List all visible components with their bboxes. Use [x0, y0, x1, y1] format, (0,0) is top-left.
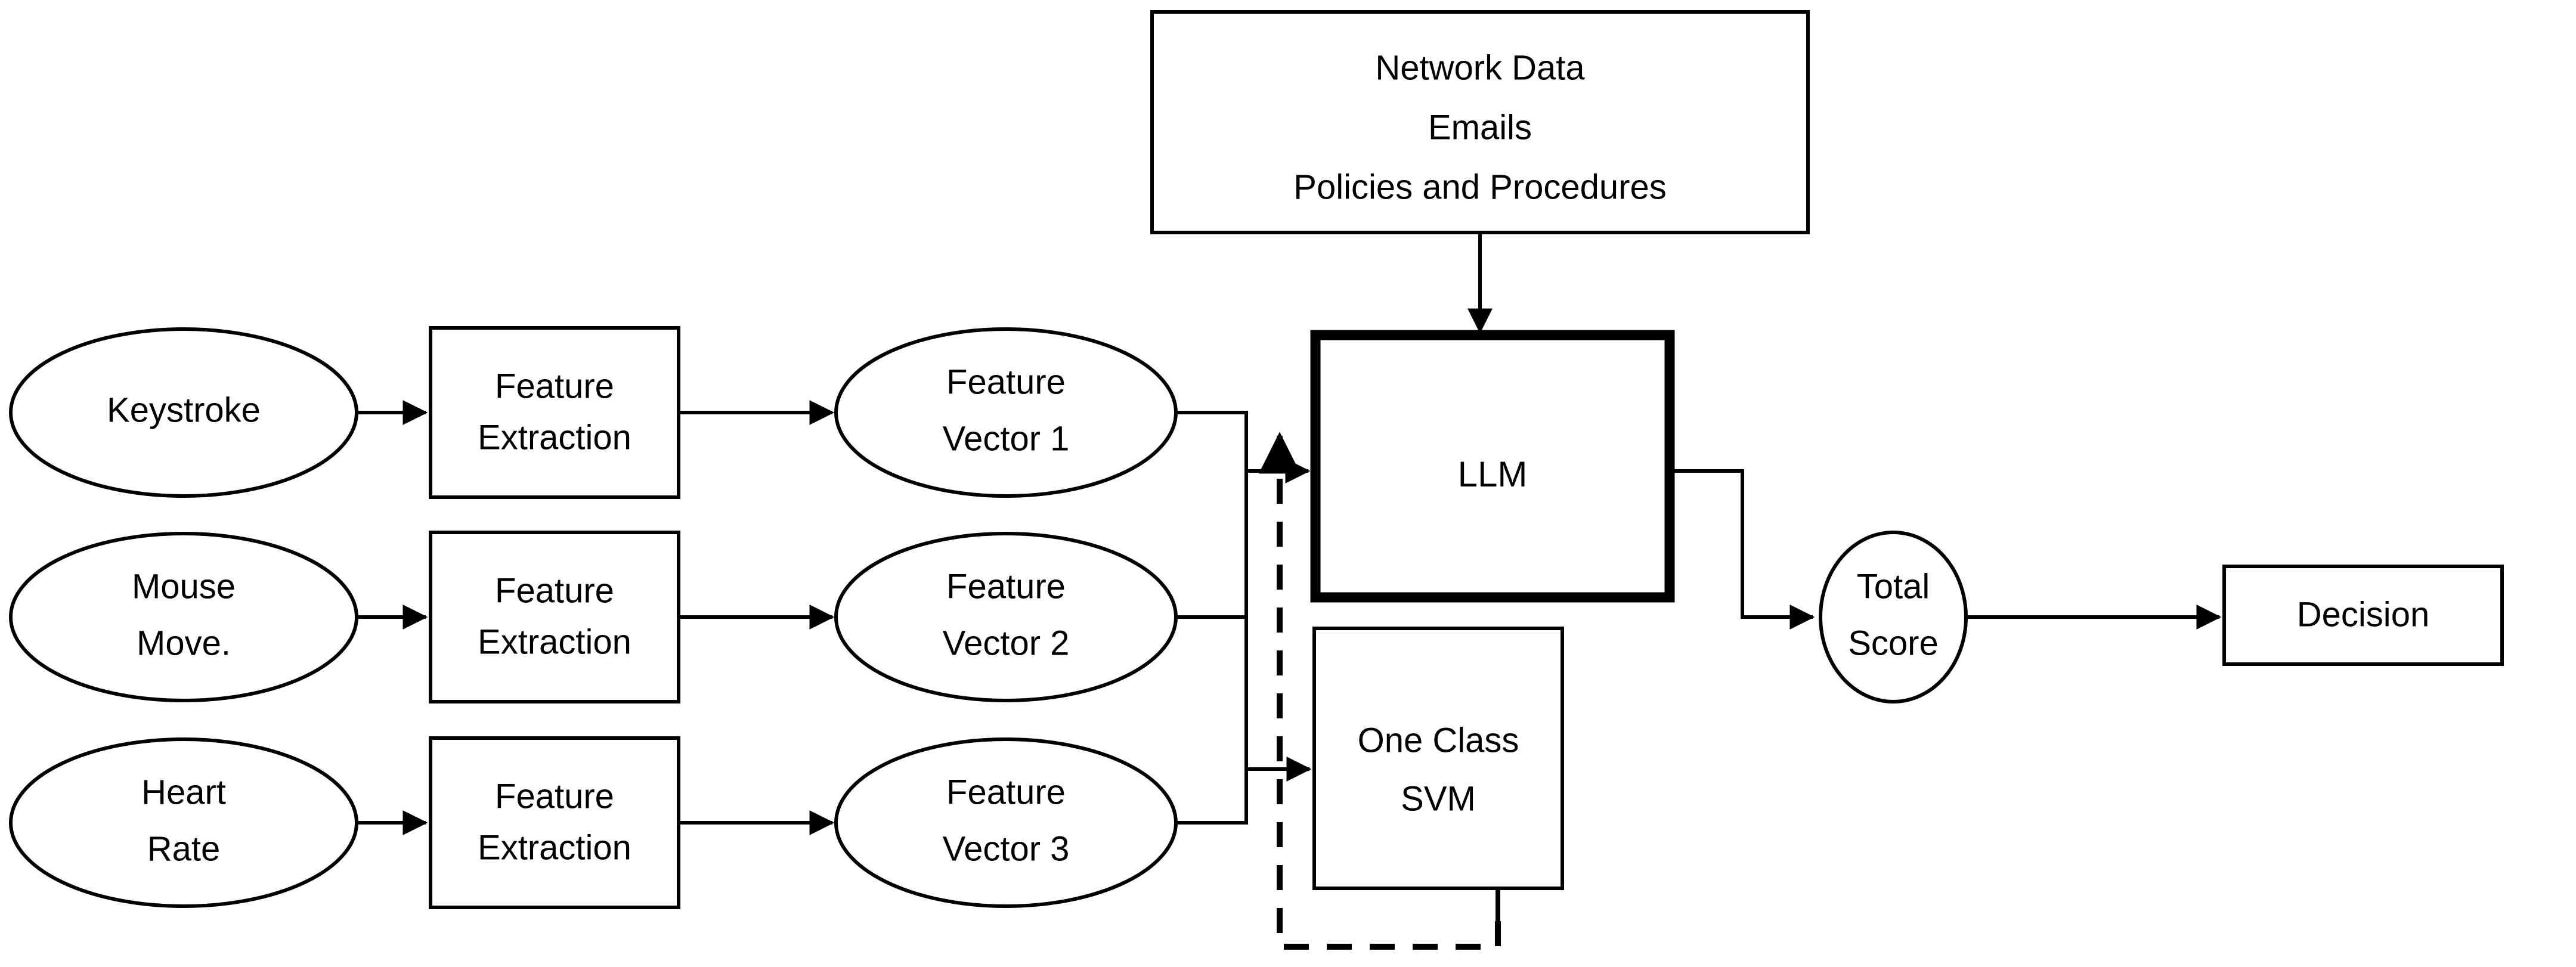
- source-ellipse-keystroke: [9, 327, 358, 498]
- feature-extraction-box-1: [429, 326, 680, 499]
- context-line-emails: Emails: [1428, 108, 1532, 147]
- feature-vector-label-2a: Feature: [946, 567, 1066, 606]
- context-sources-box: Network Data Emails Policies and Procedu…: [1150, 10, 1810, 234]
- row-heart-rate: Heart Rate Feature Extraction Feature Ve…: [9, 736, 1178, 909]
- feature-extraction-label-1b: Extraction: [478, 418, 631, 457]
- feedback-edge-svm-to-llm: [1259, 432, 1501, 950]
- feature-extraction-label-1a: Feature: [495, 367, 614, 405]
- decision-box-rect: [2222, 565, 2504, 666]
- total-score-ellipse: [1819, 531, 1968, 703]
- decision-label: Decision: [2297, 595, 2429, 634]
- llm-box-rect: [1310, 330, 1675, 603]
- source-ellipse-heart-rate: [9, 737, 358, 908]
- feature-vector-label-3a: Feature: [946, 773, 1066, 811]
- context-box-rect: [1150, 10, 1810, 234]
- source-label-heart-rate-a: Heart: [141, 773, 226, 811]
- total-score-label-b: Score: [1848, 624, 1939, 662]
- feature-extraction-box-2: [429, 531, 680, 703]
- total-score-label-a: Total: [1857, 567, 1930, 606]
- total-score-node: Total Score: [1819, 531, 1968, 703]
- feedback-dashed-path: [1259, 432, 1501, 950]
- feature-vector-ellipse-2: [834, 532, 1178, 702]
- feature-vector-ellipse-3: [834, 737, 1178, 908]
- source-label-keystroke: Keystroke: [107, 390, 261, 429]
- feature-vector-ellipse-1: [834, 327, 1178, 498]
- source-label-mouse-move-a: Mouse: [132, 567, 236, 606]
- feature-extraction-label-2a: Feature: [495, 571, 614, 610]
- one-class-svm-box: One Class SVM: [1312, 627, 1564, 890]
- llm-box: LLM: [1310, 330, 1675, 603]
- one-class-svm-rect: [1312, 627, 1564, 890]
- feature-vector-label-1a: Feature: [946, 362, 1066, 401]
- feature-vector-label-1b: Vector 1: [943, 419, 1070, 458]
- feature-extraction-label-3a: Feature: [495, 777, 614, 816]
- feature-vector-merge-bus: [1176, 411, 1312, 825]
- source-label-mouse-move-b: Move.: [137, 624, 231, 662]
- feature-extraction-box-3: [429, 736, 680, 909]
- feature-extraction-label-2b: Extraction: [478, 622, 631, 661]
- row-keystroke: Keystroke Feature Extraction Feature Vec…: [9, 326, 1178, 499]
- feature-vector-label-2b: Vector 2: [943, 624, 1070, 662]
- edge-llm-to-total-score: [1674, 469, 1815, 630]
- source-label-heart-rate-b: Rate: [147, 829, 221, 868]
- one-class-svm-label-a: One Class: [1358, 721, 1519, 760]
- row-mouse-move: Mouse Move. Feature Extraction Feature V…: [9, 531, 1178, 703]
- feature-vector-label-3b: Vector 3: [943, 829, 1070, 868]
- decision-box: Decision: [2222, 565, 2504, 666]
- feature-extraction-label-3b: Extraction: [478, 828, 631, 867]
- source-ellipse-mouse-move: [9, 532, 358, 702]
- context-line-network-data: Network Data: [1375, 48, 1585, 87]
- context-line-policies: Policies and Procedures: [1293, 168, 1666, 206]
- one-class-svm-label-b: SVM: [1401, 779, 1476, 818]
- edge-llm-to-total-score-path: [1674, 469, 1815, 630]
- llm-label: LLM: [1458, 454, 1528, 494]
